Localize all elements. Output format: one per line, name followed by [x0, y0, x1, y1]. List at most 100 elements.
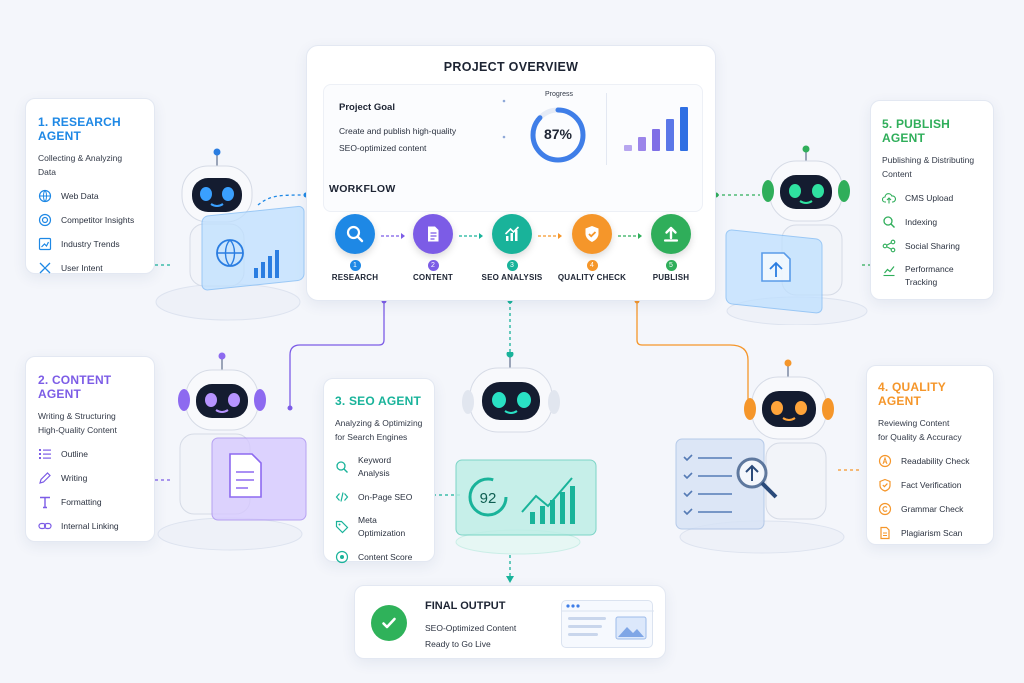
code-icon	[335, 490, 349, 504]
publish-robot-illustration	[725, 145, 868, 325]
quality-item: Plagiarism Scan	[878, 526, 982, 540]
shield-check-icon	[878, 478, 892, 492]
quality-agent-title: 4. QUALITY AGENT	[878, 380, 946, 408]
progress-bars-chart	[624, 107, 688, 151]
workflow-step-label: SEO ANALYSIS	[481, 273, 543, 282]
chart-icon	[882, 263, 896, 277]
research-item: User Intent	[38, 261, 142, 275]
quality-subtitle-line1: Reviewing Content	[878, 418, 950, 428]
content-item: Internal Linking	[38, 519, 142, 533]
final-output-line1: SEO-Optimized Content	[425, 623, 517, 633]
workflow-step-number: 4	[586, 260, 598, 271]
seo-item-label: Content Score	[358, 551, 413, 562]
quality-item-label: Plagiarism Scan	[901, 527, 963, 538]
progress-ring	[530, 107, 586, 163]
seo-agent-subtitle: Analyzing & Optimizing for Search Engines	[335, 416, 423, 444]
final-output-card: FINAL OUTPUT SEO-Optimized Content Ready…	[354, 585, 666, 659]
quality-item-label: Readability Check	[901, 455, 970, 466]
list-icon	[38, 447, 52, 461]
search-icon	[882, 215, 896, 229]
workflow-label: WORKFLOW	[329, 183, 396, 195]
content-item-label: Internal Linking	[61, 520, 119, 531]
content-robot-illustration	[157, 352, 307, 551]
goal-label: Project Goal	[339, 102, 395, 113]
chart-icon	[492, 214, 532, 254]
research-item-label: Industry Trends	[61, 238, 120, 249]
seo-robot-illustration: 92	[455, 352, 597, 555]
publish-item: Indexing	[882, 215, 982, 229]
dot-separator	[502, 99, 506, 139]
publish-subtitle-line1: Publishing & Distributing	[882, 155, 975, 165]
quality-item: Fact Verification	[878, 478, 982, 492]
quality-item: Grammar Check	[878, 502, 982, 516]
seo-subtitle-line2: for Search Engines	[335, 432, 408, 442]
seo-item-label: Meta Optimization	[358, 515, 406, 538]
workflow-arrow	[538, 233, 562, 239]
search-icon	[335, 214, 375, 254]
content-item-label: Writing	[61, 472, 88, 483]
content-item: Writing	[38, 471, 142, 485]
pencil-icon	[38, 471, 52, 485]
research-item-label: Web Data	[61, 190, 99, 201]
publish-subtitle-line2: Content	[882, 169, 912, 179]
content-item: Formatting	[38, 495, 142, 509]
readability-icon	[878, 454, 892, 468]
publish-item-label-line1: Performance	[905, 264, 954, 274]
progress-arc	[530, 107, 586, 163]
publish-item: CMS Upload	[882, 191, 982, 205]
browser-window-icon	[561, 600, 654, 648]
globe-icon	[38, 189, 52, 203]
quality-item-label: Fact Verification	[901, 479, 962, 490]
seo-item: On-Page SEO	[335, 490, 423, 504]
quality-item: Readability Check	[878, 454, 982, 468]
final-output-title: FINAL OUTPUT	[425, 600, 506, 612]
document-icon	[878, 526, 892, 540]
content-subtitle-line2: High-Quality Content	[38, 425, 117, 435]
content-item-label: Outline	[61, 448, 88, 459]
publish-item: Social Sharing	[882, 239, 982, 253]
seo-item: Keyword Analysis	[335, 454, 423, 480]
cloud-upload-icon	[882, 191, 896, 205]
research-item-label: User Intent	[61, 262, 103, 273]
seo-item-label: On-Page SEO	[358, 491, 413, 502]
research-robot-illustration	[155, 148, 305, 321]
user-intent-icon	[38, 261, 52, 275]
quality-item-label: Grammar Check	[901, 503, 964, 514]
progress-label: Progress	[544, 91, 573, 98]
workflow-step-label: QUALITY CHECK	[557, 273, 627, 282]
research-agent-subtitle: Collecting & Analyzing Data	[38, 153, 123, 177]
goal-text-line1: Create and publish high-quality	[339, 126, 457, 136]
document-icon	[413, 214, 453, 254]
publish-item-label: Indexing	[905, 216, 938, 227]
link-icon	[38, 519, 52, 533]
workflow-step-number: 5	[665, 260, 677, 271]
project-goal-panel: Project Goal Create and publish high-qua…	[323, 84, 703, 212]
content-subtitle-line1: Writing & Structuring	[38, 411, 116, 421]
workflow-step-label: CONTENT	[412, 273, 454, 282]
grammar-icon	[878, 502, 892, 516]
publish-item-label: CMS Upload	[905, 192, 954, 203]
workflow-step-number: 2	[427, 260, 439, 271]
goal-text: Create and publish high-quality SEO-opti…	[339, 123, 489, 157]
content-item-label: Formatting	[61, 496, 102, 507]
search-icon	[335, 460, 349, 474]
research-agent-card: 1. RESEARCH AGENT Collecting & Analyzing…	[25, 98, 155, 274]
workflow-step-label: RESEARCH	[331, 273, 379, 282]
final-output-line2: Ready to Go Live	[425, 639, 491, 649]
seo-agent-title: 3. SEO AGENT	[335, 394, 421, 408]
seo-subtitle-line1: Analyzing & Optimizing	[335, 418, 423, 428]
research-item-label: Competitor Insights	[61, 214, 135, 225]
progress-value: 87%	[543, 126, 573, 142]
trend-icon	[38, 237, 52, 251]
seo-score: 92	[480, 490, 497, 507]
